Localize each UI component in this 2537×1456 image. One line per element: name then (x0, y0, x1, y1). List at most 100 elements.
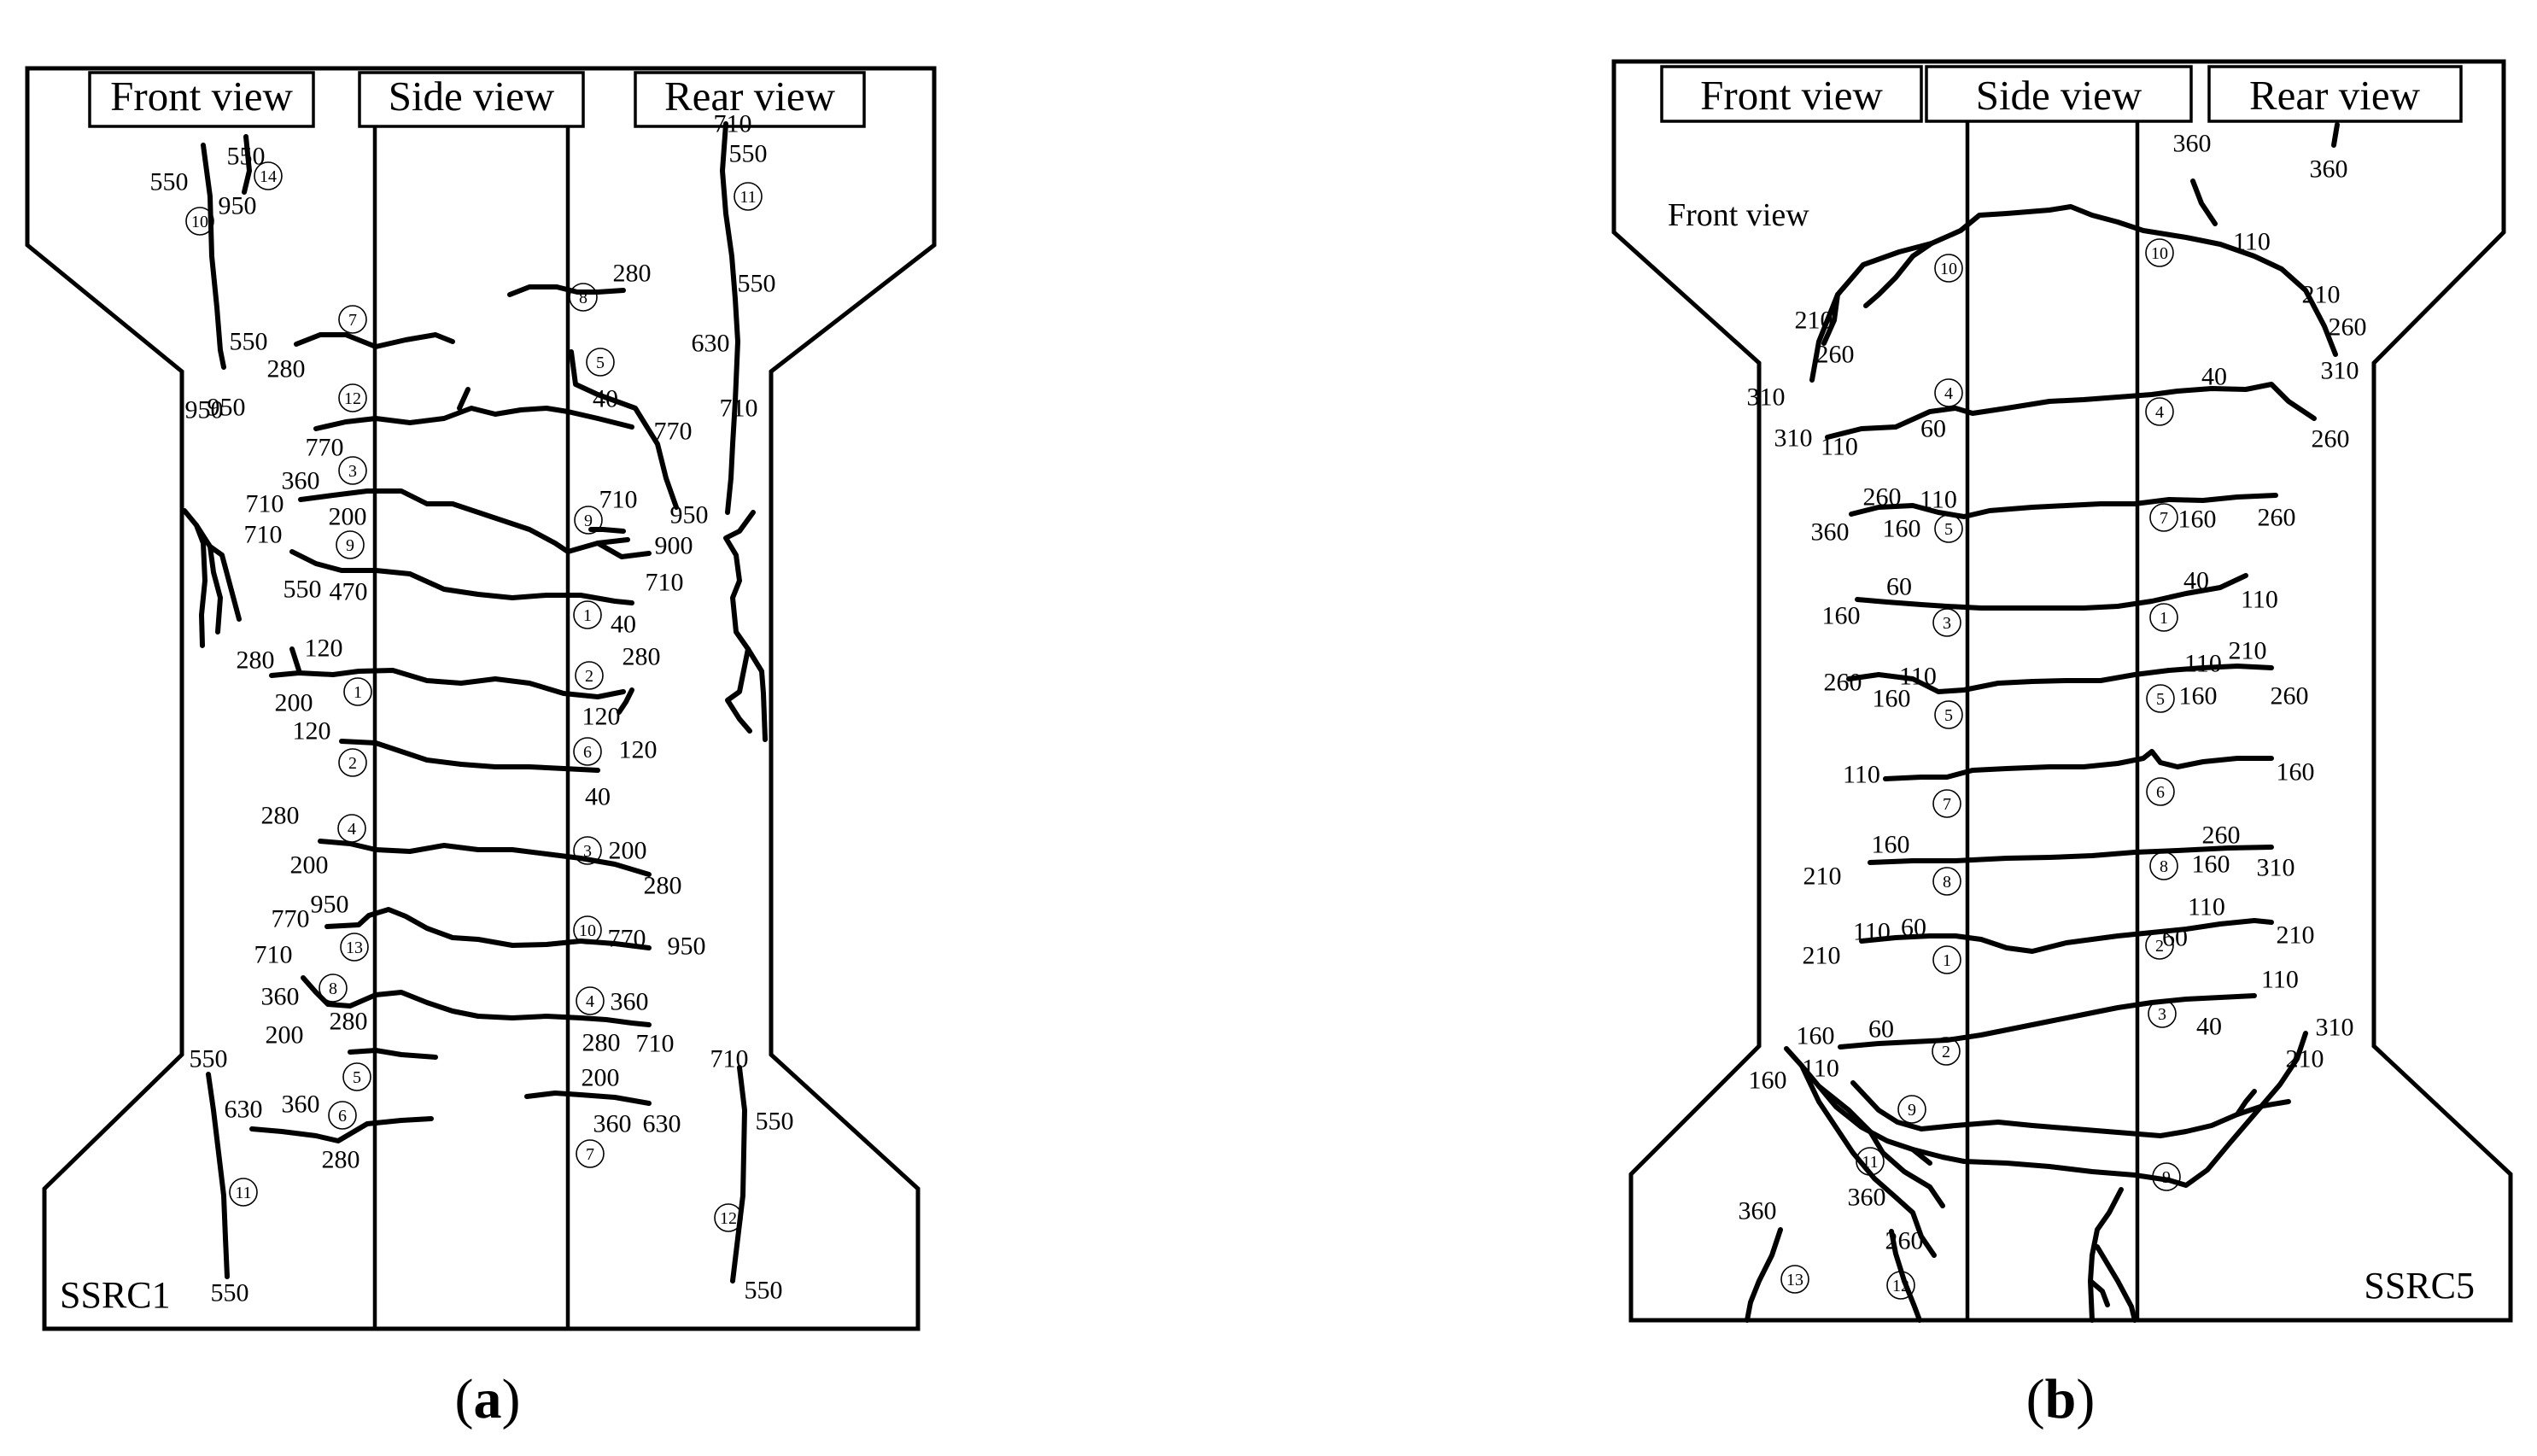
crack-load-label: 550 (230, 328, 268, 356)
crack-line (1846, 664, 2274, 694)
crack-sequence-number: 14 (260, 167, 277, 186)
crack-line (1784, 1031, 2308, 1188)
crack-load-label: 110 (2261, 966, 2299, 994)
crack-load-label: 260 (2329, 313, 2367, 342)
sequence-circle (573, 600, 602, 629)
crack-sequence-number: 9 (346, 536, 354, 555)
crack-load-label: 110 (1899, 663, 1937, 691)
crack-sequence-number: 3 (583, 842, 592, 861)
crack-line (2095, 1244, 2137, 1323)
sequence-circle (2149, 503, 2178, 532)
crack-sequence-number: 7 (348, 311, 357, 330)
crack-load-label: 60 (1901, 914, 1926, 942)
crack-sequence-marker: 3 (2148, 999, 2177, 1028)
crack-sequence-number: 13 (1786, 1271, 1803, 1289)
crack-load-label: 710 (254, 941, 293, 969)
front-view-note-b: Front view (1668, 197, 1809, 233)
sequence-circle (319, 974, 348, 1003)
crack-load-label: 710 (244, 521, 283, 549)
crack-sequence-marker: 5 (586, 348, 615, 377)
crack-sequence-marker: 10 (573, 915, 602, 944)
crack-load-label: 60 (2162, 924, 2188, 952)
crack-load-label: 210 (1803, 862, 1842, 891)
crack-sequence-marker: 5 (1934, 700, 1963, 729)
crack-lines-b (1745, 122, 2340, 1323)
crack-load-label: 160 (2179, 682, 2218, 710)
crack-load-label: 310 (2257, 854, 2295, 882)
crack-load-label: 160 (2178, 506, 2217, 534)
crack-sequence-marker: 1 (1932, 945, 1961, 974)
crack-load-label: 260 (2312, 425, 2350, 453)
crack-sequence-number: 12 (720, 1209, 737, 1228)
crack-sequence-number: 7 (2160, 509, 2168, 528)
crack-sequence-number: 5 (1944, 520, 1953, 539)
crack-sequence-marker: 2 (338, 748, 367, 777)
crack-line (201, 143, 226, 370)
crack-sequence-marker: 7 (2149, 503, 2178, 532)
sequence-circle (573, 737, 602, 766)
sequence-circle (573, 836, 602, 865)
sequence-circle (2145, 397, 2174, 426)
crack-load-label: 550 (745, 1277, 783, 1305)
sequence-circle (328, 1101, 357, 1130)
crack-load-label: 160 (1873, 685, 1911, 713)
crack-line (182, 508, 208, 648)
crack-load-label: 950 (208, 394, 246, 422)
crack-sequence-marker: 5 (342, 1062, 371, 1091)
crack-line (1855, 573, 2248, 611)
sequence-circle (574, 506, 603, 535)
crack-sequence-marker: 5 (1934, 514, 1963, 543)
crack-load-label: 260 (2258, 504, 2296, 532)
crack-load-label: 260 (2202, 822, 2241, 850)
crack-line (720, 121, 740, 515)
crack-line (1849, 493, 2278, 519)
crack-load-label: 160 (1872, 831, 1910, 859)
crack-line (313, 406, 634, 431)
crack-line (1850, 1080, 2291, 1138)
crack-load-label: 550 (150, 168, 189, 196)
crack-load-label: 360 (593, 1110, 632, 1138)
crack-line (1809, 204, 2338, 383)
sequence-circle (254, 161, 283, 190)
sequence-circle (1932, 945, 1961, 974)
crack-load-label: 40 (2201, 363, 2227, 391)
crack-line (595, 541, 652, 559)
crack-sequence-marker: 8 (2149, 851, 2178, 880)
crack-line (242, 134, 252, 195)
crack-sequence-number: 8 (579, 289, 587, 307)
rear-view-label-a: Rear view (664, 73, 836, 120)
crack-sequence-number: 7 (1943, 795, 1951, 814)
sequence-circle (586, 348, 615, 377)
crack-sequence-marker: 8 (319, 974, 348, 1003)
crack-sequence-number: 9 (1908, 1101, 1916, 1120)
crack-sequence-marker: 14 (254, 161, 283, 190)
crack-line (457, 387, 471, 411)
crack-load-label: 360 (282, 1091, 320, 1119)
crack-load-label: 360 (1811, 518, 1850, 547)
crack-sequence-number: 8 (2160, 857, 2168, 876)
crack-sequence-marker: 7 (1932, 789, 1961, 818)
sequence-circle (576, 986, 605, 1015)
crack-sequence-number: 4 (2155, 403, 2164, 422)
sequence-circle (2145, 931, 2174, 960)
front-view-label-b: Front view (1700, 72, 1883, 119)
crack-line (206, 1072, 230, 1279)
crack-load-label: 200 (329, 503, 367, 531)
sequence-circle (1886, 1271, 1915, 1300)
specimen-label-a: SSRC1 (60, 1274, 171, 1316)
caption-a: (a) (455, 1368, 521, 1430)
crack-sequence-number: 2 (348, 754, 357, 773)
front-view-header-box-a (88, 71, 315, 128)
sequence-circle (1934, 700, 1963, 729)
sequence-circle (2148, 999, 2177, 1028)
sequence-circle (734, 182, 763, 211)
crack-load-label: 160 (1749, 1067, 1787, 1095)
side-view-label-b: Side view (1976, 72, 2142, 119)
sequence-circle (185, 207, 214, 236)
crack-line (1910, 1147, 1932, 1166)
crack-load-label: 280 (237, 646, 275, 675)
caption-letter-a: a (474, 1368, 502, 1430)
crack-line (194, 523, 223, 634)
